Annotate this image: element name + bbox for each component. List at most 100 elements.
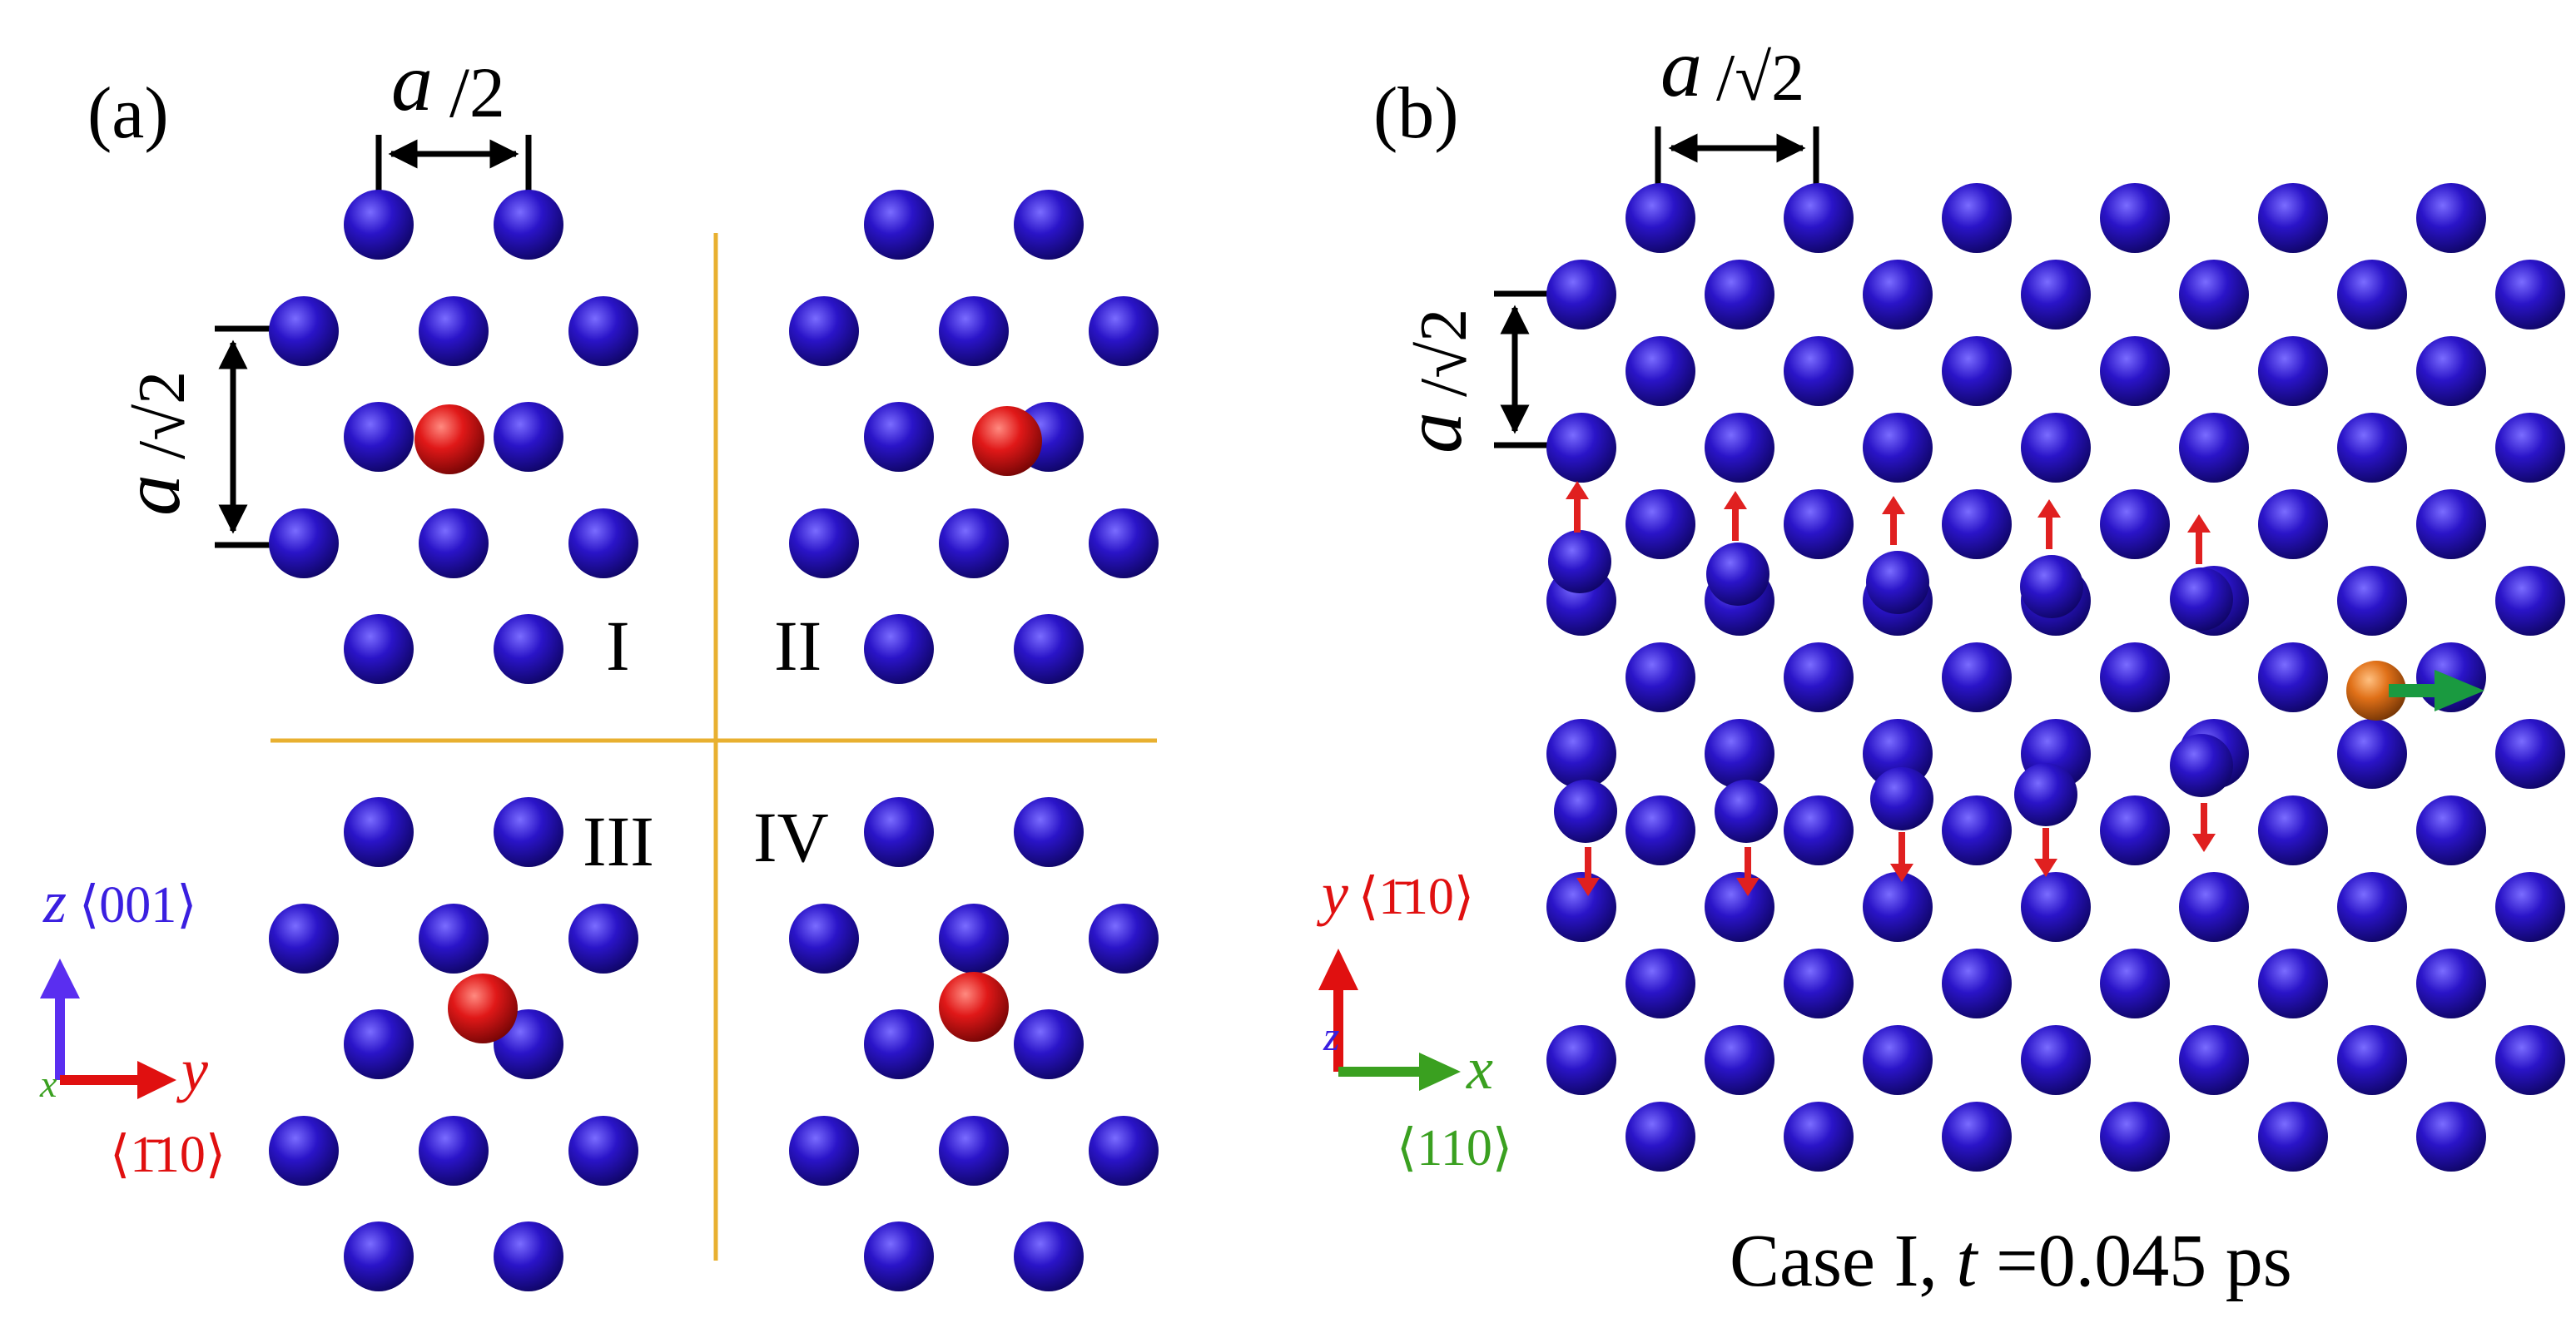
dimension-b-top: a /√2 <box>1655 22 1819 187</box>
lattice-atom <box>2179 413 2249 483</box>
lattice-atom <box>2495 1025 2565 1095</box>
displaced-atom <box>2014 763 2077 826</box>
lattice-atom <box>2100 949 2170 1018</box>
lattice-atom <box>1784 642 1854 712</box>
lattice-atom <box>494 1221 563 1291</box>
lattice-atom <box>494 402 563 472</box>
svg-text:a: a <box>105 474 197 516</box>
lattice-atom <box>344 1221 414 1291</box>
lattice-atom <box>1784 183 1854 253</box>
panel-b-label: (b) <box>1373 73 1459 154</box>
lattice-atom <box>2337 260 2407 330</box>
lattice-atom <box>2337 413 2407 483</box>
lattice-atom <box>269 1116 339 1186</box>
lattice-atom <box>1784 336 1854 406</box>
lattice-atom <box>1089 904 1159 974</box>
lattice-atom <box>1546 1025 1616 1095</box>
lattice-atom <box>2100 489 2170 559</box>
lattice-atom <box>2258 183 2328 253</box>
lattice-atom <box>2100 642 2170 712</box>
lattice-atom <box>269 904 339 974</box>
lattice-atom <box>568 296 638 366</box>
axis-triad-b: y ⟨1̄10⟩ x ⟨110⟩ z <box>1316 860 1512 1177</box>
lattice-atom <box>864 402 934 472</box>
displaced-atom <box>2170 734 2233 797</box>
lattice-atom <box>2258 795 2328 865</box>
panel-a-label: (a) <box>87 73 169 154</box>
lattice-atom <box>568 904 638 974</box>
lattice-atom <box>789 904 859 974</box>
lattice-atom <box>1626 1102 1695 1172</box>
lattice-atom <box>419 508 489 578</box>
interstitial-atom <box>939 972 1009 1042</box>
lattice-atom <box>1626 795 1695 865</box>
lattice-atom <box>269 296 339 366</box>
lattice-atom <box>344 190 414 260</box>
lattice-atom <box>1942 336 2012 406</box>
lattice-atom <box>1626 489 1695 559</box>
lattice-atom <box>344 614 414 684</box>
svg-text:/√2: /√2 <box>1716 42 1804 115</box>
lattice-atom <box>1014 1221 1084 1291</box>
lattice-atom <box>1942 795 2012 865</box>
lattice-atom <box>1942 489 2012 559</box>
dimension-b-left: a /√2 <box>1387 290 1550 453</box>
lattice-atom <box>2495 413 2565 483</box>
displacement-arrow-head <box>1576 878 1600 896</box>
dimension-a-sqrt2-vertical: a /√2 <box>105 325 275 548</box>
quadrant-label-II: II <box>774 606 821 686</box>
lattice-atom <box>1784 949 1854 1018</box>
lattice-atom <box>1014 614 1084 684</box>
lattice-atom <box>789 508 859 578</box>
lattice-atom <box>419 296 489 366</box>
displaced-atom <box>1866 551 1929 614</box>
lattice-atom <box>1089 1116 1159 1186</box>
displaced-atom <box>1548 530 1611 593</box>
lattice-atom <box>1626 642 1695 712</box>
lattice-atom <box>1863 413 1933 483</box>
axis-a-horizontal-letter: y <box>176 1037 208 1103</box>
lattice-atom <box>2021 260 2091 330</box>
lattice-atom <box>2021 1025 2091 1095</box>
lattice-atom <box>344 402 414 472</box>
lattice-atom <box>939 904 1009 974</box>
lattice-atom <box>2337 1025 2407 1095</box>
quadrant-label-III: III <box>583 801 654 881</box>
interstitial-atom <box>972 406 1042 476</box>
lattice-atom <box>494 614 563 684</box>
lattice-atom <box>2416 949 2486 1018</box>
panel-b: (b) a /√2 a /√2 <box>1316 22 2565 1302</box>
lattice-atom <box>1705 413 1774 483</box>
lattice-atom <box>494 797 563 867</box>
lattice-atom <box>2258 642 2328 712</box>
displaced-atom <box>1554 780 1617 843</box>
lattice-atom <box>568 508 638 578</box>
displaced-atom <box>1715 780 1778 843</box>
svg-text:/2: /2 <box>449 52 505 132</box>
quadrant-label-I: I <box>606 606 630 686</box>
lattice-atom <box>1546 872 1616 942</box>
lattice-atom <box>2416 183 2486 253</box>
axis-triad-a: z ⟨001⟩ y ⟨1̄10⟩ x <box>39 869 226 1183</box>
lattice-atom <box>864 614 934 684</box>
svg-text:a: a <box>1660 22 1702 114</box>
lattice-atom <box>2179 260 2249 330</box>
lattice-atom <box>2179 1025 2249 1095</box>
displacement-arrow-head <box>1736 878 1760 896</box>
lattice-atom <box>1863 1025 1933 1095</box>
displaced-atom <box>1870 767 1933 830</box>
lattice-atom <box>789 1116 859 1186</box>
lattice-atom <box>1014 1009 1084 1079</box>
lattice-atom <box>2416 336 2486 406</box>
axis-b-out-letter: z <box>1323 1013 1339 1059</box>
lattice-atom <box>1942 642 2012 712</box>
lattice-atom <box>2337 566 2407 636</box>
lattice-atom <box>789 296 859 366</box>
lattice-atom <box>1863 872 1933 942</box>
lattice-atom <box>494 190 563 260</box>
svg-text:/√2: /√2 <box>1407 309 1481 397</box>
lattice-atom <box>864 190 934 260</box>
lattice-atom <box>1863 260 1933 330</box>
lattice-atom <box>344 797 414 867</box>
